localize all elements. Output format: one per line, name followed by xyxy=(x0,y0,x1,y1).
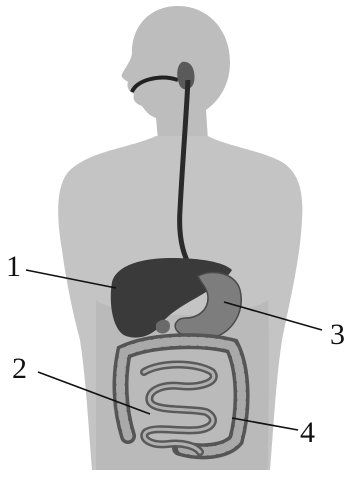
head xyxy=(122,6,230,140)
label-2: 2 xyxy=(12,352,27,385)
label-4: 4 xyxy=(300,416,315,449)
label-1: 1 xyxy=(6,250,21,283)
label-3: 3 xyxy=(330,318,345,351)
